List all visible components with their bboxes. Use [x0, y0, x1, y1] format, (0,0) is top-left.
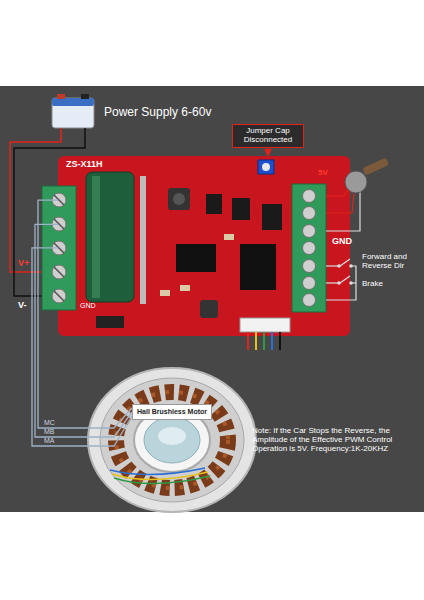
terminal-screw — [303, 260, 316, 273]
mosfet — [206, 194, 222, 214]
driver-chip — [176, 244, 216, 272]
terminal-screw — [303, 207, 316, 220]
switch-common — [326, 266, 356, 300]
small-capacitor — [200, 300, 218, 318]
pot-wire — [326, 192, 354, 213]
phase-wire — [35, 224, 132, 437]
trimmer-pot — [258, 160, 274, 174]
terminal-block — [42, 186, 76, 310]
pcb-board: ZS-X11H — [58, 156, 350, 336]
ground-wire — [14, 128, 85, 296]
inductor — [168, 188, 190, 210]
battery-body — [52, 98, 94, 128]
terminal-block — [292, 184, 326, 312]
hall-wire — [271, 332, 273, 350]
switch-contact — [337, 281, 341, 285]
battery-band — [52, 98, 94, 106]
inductor-core — [173, 193, 185, 205]
jumper-callout-box: Jumper Cap Disconnected — [232, 124, 304, 148]
capacitor — [86, 172, 134, 302]
hall-wire — [255, 332, 257, 350]
switch-contact — [349, 281, 353, 285]
switch-contact — [349, 264, 353, 268]
battery-terminal — [81, 94, 89, 99]
battery-terminal — [57, 94, 65, 99]
pot-wire — [326, 186, 350, 196]
motor-label-box: Hall Brushless Motor — [132, 404, 212, 420]
hall-header — [240, 318, 290, 332]
hall-wire — [112, 472, 208, 480]
hub-shine — [158, 427, 186, 445]
switch-wire — [326, 282, 338, 283]
terminal-screw — [303, 242, 316, 255]
phase-wire — [38, 200, 132, 428]
pot-shaft — [362, 157, 389, 175]
mosfet — [262, 204, 282, 230]
terminal-screw — [52, 289, 66, 303]
switch-wire — [351, 282, 356, 283]
screw-slot — [54, 195, 64, 301]
hall-wire — [114, 476, 210, 484]
mosfet — [232, 198, 250, 220]
terminal-screw — [303, 190, 316, 203]
heatsink — [140, 176, 146, 304]
terminal-screw — [303, 277, 316, 290]
callout-arrow — [267, 148, 268, 156]
switch-lever — [340, 259, 350, 266]
terminal-screw — [52, 193, 66, 207]
controller-chip — [240, 244, 276, 290]
capacitor-shine — [92, 176, 100, 298]
power-wire — [10, 128, 61, 272]
shunt-resistor — [96, 316, 124, 328]
potentiometer — [345, 171, 367, 193]
motor-stator-base — [100, 378, 244, 502]
hall-wire — [110, 468, 205, 475]
pot-wire — [326, 190, 360, 231]
motor-hub — [144, 417, 200, 463]
switch-wire — [326, 265, 338, 266]
phase-wire — [32, 248, 132, 446]
dark-panel — [0, 86, 424, 512]
trimmer-knob — [262, 163, 270, 171]
smd-part — [160, 290, 170, 296]
node-text: Jumper Cap Disconnected — [236, 127, 300, 145]
node-text: Hall Brushless Motor — [137, 408, 207, 416]
terminal-screw — [52, 241, 66, 255]
smd-part — [224, 234, 234, 240]
terminal-screw — [303, 225, 316, 238]
motor-outer-ring — [88, 368, 256, 512]
smd-part — [180, 285, 190, 291]
terminal-screw — [52, 265, 66, 279]
node-text: ZS-X11H — [66, 160, 342, 170]
hall-wire — [247, 332, 249, 350]
switch-lever — [340, 276, 350, 283]
hall-wire — [279, 332, 281, 350]
hall-wire — [263, 332, 265, 350]
switch-contact — [337, 264, 341, 268]
terminal-screw — [303, 294, 316, 307]
terminal-screw — [52, 217, 66, 231]
